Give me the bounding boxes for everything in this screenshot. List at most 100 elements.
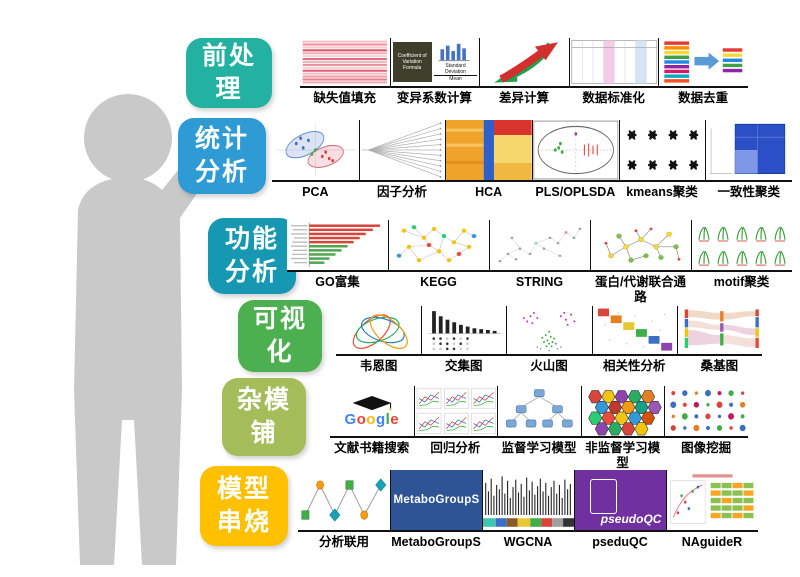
category-preprocessing: 前处理	[186, 38, 272, 108]
consensus-thumbnail	[705, 120, 793, 182]
tool-item: 因子分析	[358, 120, 446, 200]
venn-thumbnail	[336, 306, 422, 356]
thumbnail-caption: pseduQC	[592, 535, 648, 549]
kegg-thumbnail	[388, 220, 489, 272]
tool-item: 数据去重	[658, 38, 748, 106]
tool-item: PLS/OPLSDA	[532, 120, 619, 200]
logo-letter: g	[375, 410, 386, 428]
category-visualization: 可视化	[238, 300, 322, 372]
thumbnail-caption: 图像挖掘	[681, 441, 732, 455]
google-scholar-thumbnail: Google	[330, 386, 414, 438]
logo-letter: G	[344, 410, 357, 428]
regression-panels-icon	[416, 387, 496, 435]
graduation-cap-icon	[352, 395, 392, 410]
tool-item: 缺失值填充	[300, 38, 390, 106]
thumbnail-caption: 桑基图	[700, 359, 739, 373]
category-label: 可视化	[252, 305, 307, 366]
heatmap-mosaic-icon	[446, 120, 533, 180]
tool-item: NAguideR	[666, 470, 758, 550]
category-label: 前处理	[201, 42, 256, 103]
thumbnail-caption: 数据去重	[678, 91, 729, 105]
motif-cluster-thumbnail	[691, 220, 792, 272]
tool-item: 差异计算	[479, 38, 569, 106]
fraction-numerator: Standard Deviation	[433, 63, 478, 76]
thumbnail-caption: 数据标准化	[582, 91, 645, 105]
logo-letter: e	[390, 410, 400, 428]
tool-item: 相关性分析	[591, 306, 677, 374]
sankey-thumbnail	[676, 306, 763, 356]
tool-item: pseudoQC pseduQC	[574, 470, 666, 550]
logo-letter: o	[366, 410, 376, 428]
tool-item: Google 文献书籍搜索	[330, 386, 414, 471]
supervised-learning-thumbnail	[497, 386, 581, 438]
dedup-thumbnail	[658, 38, 748, 88]
regression-thumbnail	[413, 386, 498, 438]
tool-item: 韦恩图	[336, 306, 422, 374]
row-visualization-tools: 韦恩图	[336, 306, 763, 374]
category-statistics: 统计分析	[178, 118, 266, 194]
thumbnail-caption: PCA	[302, 185, 329, 199]
thumbnail-caption: 文献书籍搜索	[334, 441, 410, 455]
pseudoqc-thumbnail: pseudoQC	[574, 470, 666, 532]
upset-thumbnail	[421, 306, 507, 356]
diff-calc-thumbnail	[479, 38, 569, 88]
google-logo-text: Google	[344, 412, 399, 427]
pca-scatter-icon	[275, 124, 356, 176]
category-label: 功能分析	[224, 225, 279, 286]
naguider-panel-icon	[670, 474, 754, 524]
joint-pathway-icon	[604, 227, 681, 263]
correlation-matrix-icon	[597, 308, 672, 351]
category-label: 杂模铺	[236, 386, 291, 447]
sankey-icon	[684, 309, 759, 348]
row-statistics-tools: PCA	[272, 120, 793, 200]
cov-calc-thumbnail: Coefficient of Variation Formula Standar…	[389, 38, 480, 88]
tool-item: KEGG	[388, 220, 489, 305]
wgcna-thumbnail	[482, 470, 574, 532]
tool-item: GO富集	[287, 220, 388, 305]
image-mining-thumbnail	[664, 386, 748, 438]
row-model-tools: 分析联用 MetaboGroupS MetaboGroupS	[298, 470, 758, 550]
factor-analysis-thumbnail	[358, 120, 446, 182]
thumbnail-caption: motif聚类	[713, 275, 770, 289]
thumbnail-caption: MetaboGroupS	[391, 535, 481, 549]
pipeline-thumbnail	[298, 470, 390, 532]
upset-plot-icon	[428, 311, 502, 351]
tool-item: motif聚类	[691, 220, 792, 305]
category-model-medley: 模型串烧	[200, 466, 288, 546]
pca-thumbnail	[272, 120, 359, 182]
tool-item: 蛋白/代谢联合通路	[590, 220, 691, 305]
hca-thumbnail	[445, 120, 533, 182]
interaction-network-icon	[498, 227, 582, 263]
row-misc-tools: Google 文献书籍搜索 回归分析	[330, 386, 748, 471]
metabogroups-logo-text: MetaboGroupS	[393, 494, 480, 506]
tool-item: 图像挖掘	[664, 386, 748, 471]
string-thumbnail	[489, 220, 590, 272]
correlation-thumbnail	[591, 306, 677, 356]
cov-fraction: Standard Deviation Mean	[433, 63, 478, 82]
score-ellipse-icon	[533, 120, 619, 180]
thumbnail-caption: kmeans聚类	[626, 185, 698, 199]
pseudoqc-box-icon	[589, 479, 617, 514]
volcano-thumbnail	[506, 306, 592, 356]
thumbnail-caption: 缺失值填充	[313, 91, 377, 105]
missing-value-heatmap-thumbnail	[300, 38, 390, 88]
tool-item: kmeans聚类	[618, 120, 706, 200]
category-misc-shop: 杂模铺	[222, 378, 306, 456]
consensus-matrix-icon	[709, 123, 786, 174]
thumbnail-caption: 火山图	[530, 359, 568, 373]
fraction-denominator: Mean	[449, 76, 462, 82]
thumbnail-caption: 回归分析	[430, 441, 481, 455]
unsupervised-learning-thumbnail	[580, 386, 665, 438]
category-function-analysis: 功能分析	[208, 218, 296, 294]
tool-item: STRING	[489, 220, 590, 305]
thumbnail-caption: 变异系数计算	[396, 91, 472, 105]
dot-matrix-icon	[670, 389, 746, 432]
normalize-table-thumbnail	[568, 38, 659, 88]
thumbnail-caption: 监督学习模型	[501, 441, 577, 455]
tool-item: 火山图	[506, 306, 592, 374]
thumbnail-caption: 差异计算	[498, 91, 549, 105]
thumbnail-caption: 因子分析	[377, 185, 428, 199]
thumbnail-caption: NAguideR	[681, 535, 743, 549]
category-label: 模型串烧	[216, 475, 271, 536]
